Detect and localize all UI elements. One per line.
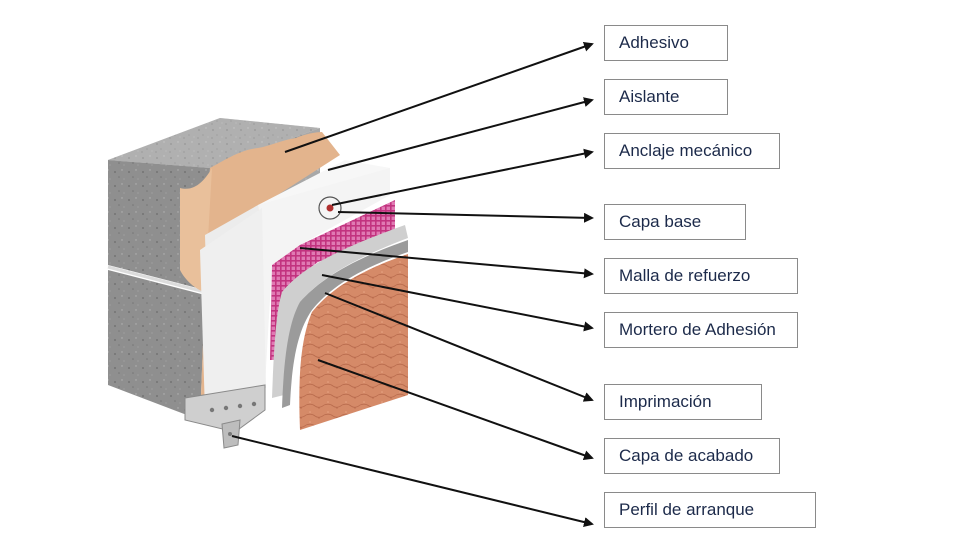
arrow-acabado <box>317 359 594 461</box>
finish-layer <box>299 254 408 430</box>
label-aislante: Aislante <box>604 79 728 115</box>
anchor-center <box>326 204 334 212</box>
concrete-top-face-pattern <box>108 118 320 168</box>
concrete-front-face-lower <box>108 270 205 420</box>
arrow-anclaje <box>331 148 594 206</box>
mesh-layer <box>270 200 395 360</box>
concrete-joint <box>107 265 206 294</box>
profile-hole <box>209 407 215 413</box>
arrow-malla <box>299 247 594 279</box>
reinforcement-mesh <box>270 200 395 360</box>
primer-layer <box>282 240 408 408</box>
arrow-mortero <box>321 274 594 332</box>
starter-profile <box>184 384 266 449</box>
arrow-adhesivo <box>284 41 594 153</box>
finish-coat <box>299 254 408 430</box>
profile-hole <box>228 432 232 436</box>
label-capa-de-acabado: Capa de acabado <box>604 438 780 474</box>
arrow-imprimacion <box>324 292 594 402</box>
insulation-layer <box>200 160 390 412</box>
arrow-capa-base <box>337 211 594 223</box>
label-perfil-de-arranque: Perfil de arranque <box>604 492 816 528</box>
arrow-perfil <box>231 435 594 527</box>
mortar-layer <box>272 225 408 398</box>
profile-hole <box>237 403 243 409</box>
label-adhesivo: Adhesivo <box>604 25 728 61</box>
label-malla-de-refuerzo: Malla de refuerzo <box>604 258 798 294</box>
mortar-layers <box>272 225 408 408</box>
label-capa-base: Capa base <box>604 204 746 240</box>
label-anclaje-mecanico: Anclaje mecánico <box>604 133 780 169</box>
profile-hole <box>223 405 229 411</box>
arrow-aislante <box>327 97 594 171</box>
leader-arrows <box>231 41 594 527</box>
insulation-side <box>258 168 390 385</box>
mechanical-anchor <box>318 196 342 220</box>
profile-hole <box>251 401 257 407</box>
adhesive-shape <box>200 132 340 420</box>
insulation-face <box>200 208 266 412</box>
label-mortero-de-adhesion: Mortero de Adhesión <box>604 312 798 348</box>
label-imprimacion: Imprimación <box>604 384 762 420</box>
